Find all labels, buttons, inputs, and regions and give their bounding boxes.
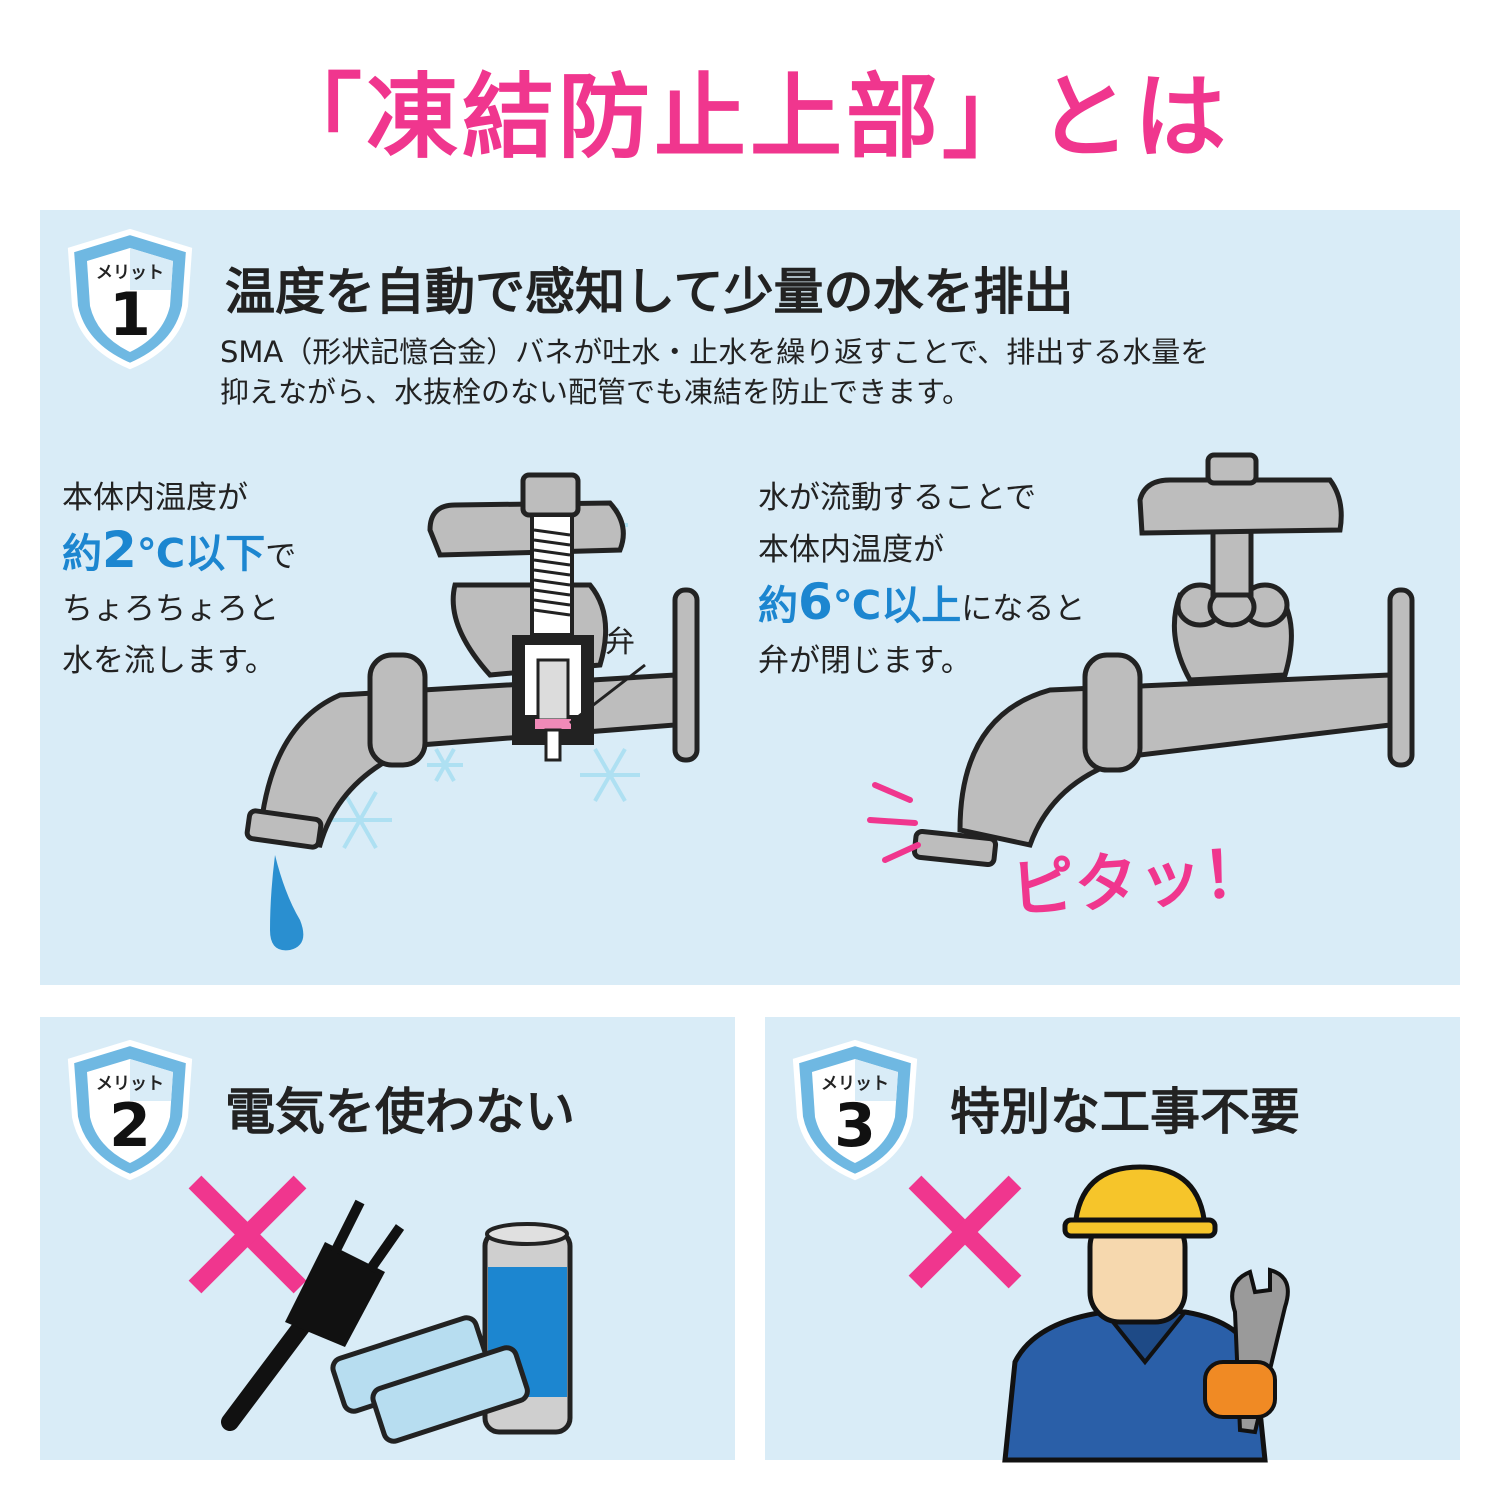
shield-icon	[792, 1039, 918, 1181]
burst-lines-icon	[867, 782, 921, 863]
right-text-line: 弁が閉じます。	[758, 643, 972, 679]
no-electricity-illustration	[188, 1175, 573, 1444]
temp-highlight-high: 約6℃以上	[758, 573, 962, 631]
no-construction-illustration	[908, 1164, 1290, 1463]
merit-2-badge-label: メリット	[96, 1074, 164, 1094]
merit-2-badge-number: 2	[109, 1091, 151, 1161]
merit-1-right-text: 水が流動することで 本体内温度が 約6℃以上になると 弁が閉じます。	[758, 472, 1085, 687]
cross-icon	[908, 1175, 1022, 1289]
merit-1-badge-number: 1	[109, 280, 151, 350]
merit-2-heading: 電気を使わない	[225, 1083, 575, 1141]
temp-highlight-low: 約2℃以下	[62, 521, 266, 579]
battery-aa-icon	[330, 1315, 530, 1444]
merit-1-left-text: 本体内温度が 約2℃以下で ちょろちょろと 水を流します。	[62, 472, 296, 687]
merit-3-badge: メリット 3	[790, 1039, 920, 1181]
merit-1-heading: 温度を自動で感知して少量の水を排出	[225, 263, 1074, 321]
merit-1-description: SMA（形状記憶合金）バネが吐水・止水を繰り返すことで、排出する水量を 抑えなが…	[220, 332, 1209, 412]
right-text-line: 約6℃以上になると	[758, 573, 1086, 631]
faucet-cutaway-illustration	[244, 472, 700, 951]
merit-1-description-line: SMA（形状記憶合金）バネが吐水・止水を繰り返すことで、排出する水量を	[220, 335, 1210, 369]
merit-1-description-line: 抑えながら、水抜栓のない配管でも凍結を防止できます。	[220, 375, 972, 409]
merit-2-panel: メリット 2 電気を使わない	[40, 1017, 735, 1460]
left-text-line: 本体内温度が	[62, 480, 248, 516]
plug-icon	[221, 1199, 405, 1431]
left-text-line: ちょろちょろと	[62, 591, 279, 627]
pita-sound-text: ピタッ！	[1008, 836, 1269, 928]
merit-3-badge-number: 3	[834, 1091, 876, 1161]
faucet-closed-illustration	[867, 452, 1415, 868]
page-title: 「凍結防止上部」とは	[269, 64, 1230, 171]
merit-2-badge: メリット 2	[65, 1039, 195, 1181]
valve-label: 弁	[605, 625, 635, 660]
worker-icon	[1002, 1164, 1290, 1463]
merit-1-panel: メリット 1 温度を自動で感知して少量の水を排出 SMA（形状記憶合金）バネが吐…	[40, 210, 1460, 985]
left-text-line: 約2℃以下で	[62, 521, 297, 579]
right-text-line: 水が流動することで	[758, 480, 1037, 516]
merit-3-badge-label: メリット	[821, 1074, 889, 1094]
merit-3-heading: 特別な工事不要	[950, 1083, 1300, 1141]
merit-1-badge: メリット 1	[65, 228, 195, 370]
right-text-line: 本体内温度が	[758, 532, 944, 568]
shield-icon	[67, 228, 193, 370]
left-text-line: 水を流します。	[62, 643, 276, 679]
cross-icon	[188, 1175, 307, 1294]
shield-icon	[67, 1039, 193, 1181]
merit-1-badge-label: メリット	[96, 263, 164, 283]
merit-3-panel: メリット 3 特別な工事不要	[765, 1017, 1460, 1463]
